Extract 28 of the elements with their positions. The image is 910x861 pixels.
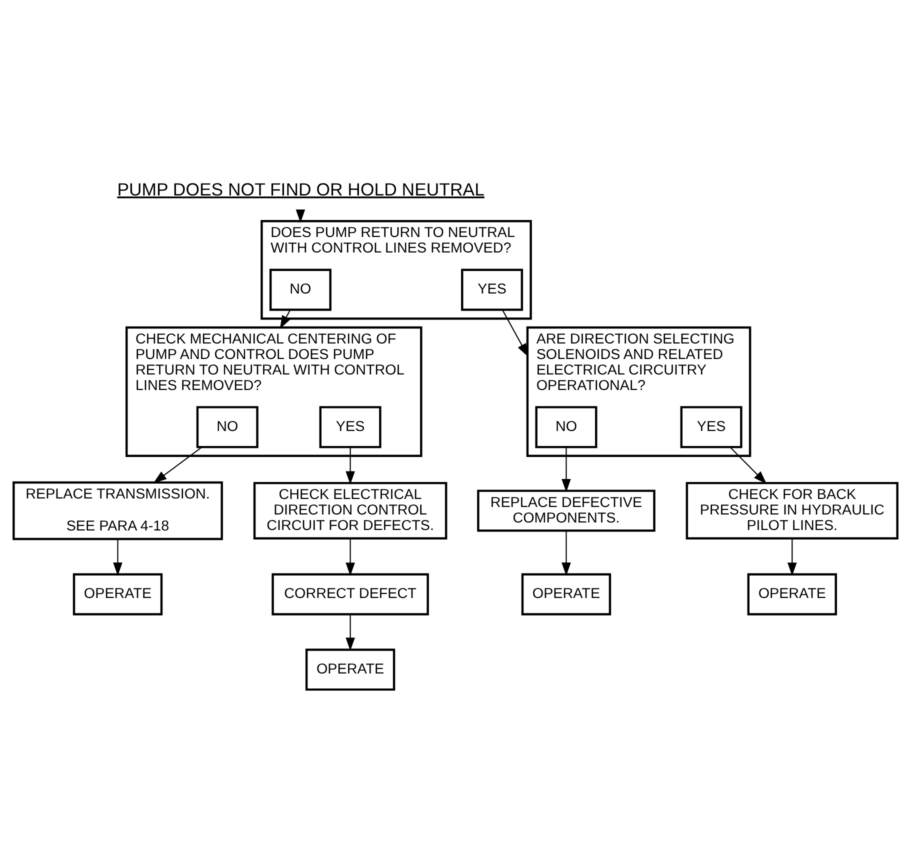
node-box: CHECK ELECTRICAL DIRECTION CONTROL CIRCUIT FOR DEFECTS. bbox=[252, 481, 447, 540]
node-box: YES bbox=[460, 268, 523, 310]
node-box: REPLACE TRANSMISSION. SEE PARA 4-18 bbox=[12, 480, 222, 540]
arrow bbox=[502, 309, 528, 356]
arrow bbox=[345, 538, 354, 576]
node-box: NO bbox=[268, 268, 331, 310]
node-box: NO bbox=[196, 406, 258, 448]
node-text: PUMP DOES NOT FIND OR HOLD NEUTRAL bbox=[116, 178, 484, 199]
arrow bbox=[345, 614, 354, 650]
node-box: OPERATE bbox=[746, 572, 836, 615]
arrow bbox=[112, 538, 122, 576]
arrow bbox=[152, 446, 202, 483]
node-box: REPLACE DEFECTIVE COMPONENTS. bbox=[476, 489, 655, 532]
node-box: YES bbox=[680, 406, 742, 448]
arrow bbox=[786, 538, 796, 576]
node-box: OPERATE bbox=[520, 572, 611, 615]
arrow bbox=[561, 530, 570, 576]
node-box: CHECK FOR BACK PRESSURE IN HYDRAULIC PILOT LINES. bbox=[685, 481, 898, 540]
arrow bbox=[561, 446, 570, 492]
arrow bbox=[729, 446, 766, 484]
node-box: YES bbox=[318, 406, 381, 448]
node-box: OPERATE bbox=[72, 572, 162, 615]
arrow bbox=[345, 446, 354, 484]
node-box: CORRECT DEFECT bbox=[271, 572, 428, 615]
node-box: OPERATE bbox=[304, 648, 395, 690]
arrow bbox=[279, 309, 290, 328]
node-box: NO bbox=[534, 406, 597, 448]
arrow bbox=[295, 209, 305, 222]
